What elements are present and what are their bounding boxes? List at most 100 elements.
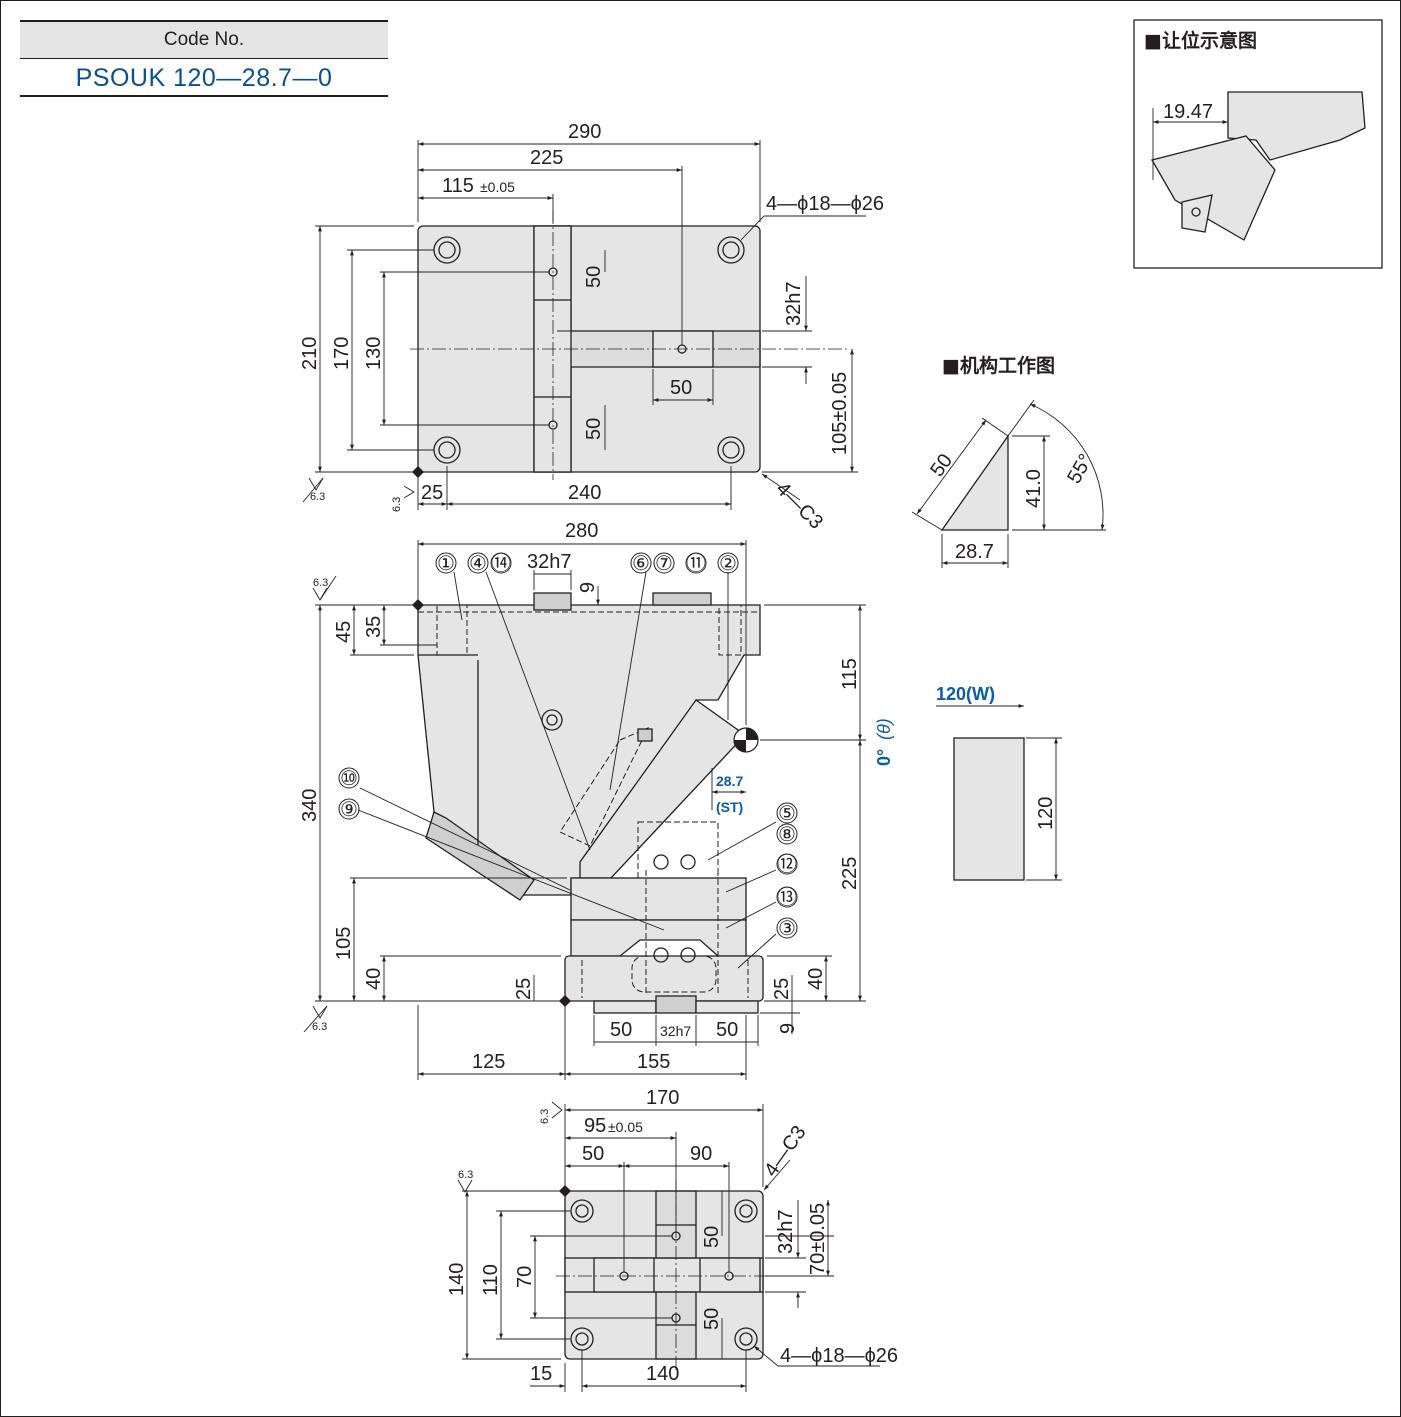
mech-dim-41: 41.0 [1023,469,1045,508]
width-block [953,737,1025,881]
front-base-foot-left [593,1000,657,1014]
part-balloon-circle [776,802,798,824]
top-holes-leader [740,215,765,241]
part-balloon-circle [338,798,360,820]
front-dim-340: 340 [299,789,321,822]
roughness-mark [303,1005,328,1033]
clearance-clamp [1181,194,1213,233]
front-pivot-fill [734,728,758,752]
front-mid-block [570,877,747,921]
front-pivot-hole [541,709,563,731]
roughness-mark [308,477,324,491]
part-balloon: ⑪ [686,551,706,575]
roughness-mark [319,575,337,601]
front-base-slide [570,919,747,957]
part-balloon-circle [338,767,360,789]
part-balloon: ⑩ [340,766,358,790]
balloon-leader [725,869,777,893]
mechanism-triangle [940,433,1009,531]
top-chamfer: 4—C3 [771,478,827,534]
front-dim-b50b: 50 [716,1019,738,1041]
part-balloon: ② [719,551,737,575]
front-hole [680,854,696,870]
front-hidden-hole [718,604,742,656]
bottom-dim-95-tol: ±0.05 [608,1119,643,1135]
mechanism-inset: ■机构工作图 28.7 41.0 50 55° [911,354,1106,568]
top-dim-130: 130 [363,337,385,370]
part-balloon: ⑥ [632,551,650,575]
datum-diamond [559,995,571,1007]
bottom-dim-170: 170 [646,1087,679,1109]
front-hole [680,947,696,963]
roughness-bottom-1: 6.3 [458,1169,473,1181]
top-dim-50h: 50 [670,377,692,399]
top-dim-170: 170 [331,337,353,370]
balloon-leader [357,809,665,931]
bottom-dim-110: 110 [480,1264,502,1296]
top-chamfer-leader [761,473,801,501]
front-pivot-hole-inner [546,714,558,726]
top-dim-105: 105±0.05 [829,372,851,455]
clearance-inset: ■让位示意图 19.47 [1133,19,1383,269]
part-balloon: ⑨ [340,797,358,821]
mech-dim-angle: 55° [1063,450,1097,487]
datum-diamond [412,599,424,611]
part-balloon: ⑦ [655,551,673,575]
part-balloon: ⑧ [778,822,796,846]
bottom-dim-50: 50 [582,1143,604,1165]
front-hidden-slot [631,955,717,993]
balloon-leader [485,571,591,851]
part-balloon: ④ [469,551,487,575]
front-st-label: (ST) [716,799,743,815]
roughness-mark [551,1101,563,1119]
front-dim-40b: 40 [805,968,827,990]
front-dim-b50a: 50 [610,1019,632,1041]
roughness-top-1: 6.3 [310,491,325,503]
mech-angle-arc [1029,403,1105,531]
part-balloon-circle [467,552,489,574]
front-top-key-2 [652,592,712,606]
bottom-chamfer-leader [763,1159,791,1191]
front-dim-40a: 40 [363,968,385,990]
roughness-mark [302,477,324,503]
front-hole [653,947,669,963]
roughness-mark [457,1179,473,1193]
front-dim-155: 155 [637,1051,670,1073]
part-balloon-circle [776,886,798,908]
top-dim-225: 225 [530,147,563,169]
part-balloon: ⑫ [777,852,797,876]
part-balloon: ⑬ [777,885,797,909]
roughness-mark [312,1005,328,1019]
top-bolt-holes [433,236,745,464]
part-balloon: ⑤ [778,801,796,825]
front-dim-225: 225 [839,857,861,890]
top-holes-callout: 4—ϕ18—ϕ26 [766,193,884,215]
front-hidden-block [637,821,719,879]
mech-dim-50: 50 [926,450,957,481]
balloon-leader [359,787,571,891]
part-balloon: ③ [778,916,796,940]
roughness-bottom-2: 6.3 [539,1109,551,1124]
code-number-value: PSOUK 120—28.7—0 [20,59,388,97]
mech-ext [981,417,1009,437]
top-dim-210: 210 [299,337,321,370]
part-balloon-circle [490,552,512,574]
front-dim-bkey: 32h7 [660,1023,691,1039]
bottom-chamfer: 4—C3 [760,1122,811,1181]
front-base-foot-right [695,1000,759,1014]
bottom-dim-140v: 140 [446,1263,468,1296]
bottom-view: 170 95 ±0.05 50 90 4—C3 140 110 70 50 50… [446,1087,898,1392]
bottom-dim-15: 15 [530,1363,552,1385]
balloon-leader [453,571,463,621]
clearance-slider-body [1151,135,1276,241]
bottom-dim-70: 70 [514,1266,536,1288]
top-dim-290: 290 [568,121,601,143]
front-dim-45: 45 [333,621,355,643]
front-dim-35: 35 [363,616,385,638]
top-dim-50a: 50 [583,266,605,288]
code-number-label: Code No. [20,20,388,59]
clearance-inset-title: ■让位示意图 [1144,29,1257,52]
top-dim-240: 240 [568,482,601,504]
front-hidden-hole [436,604,468,656]
